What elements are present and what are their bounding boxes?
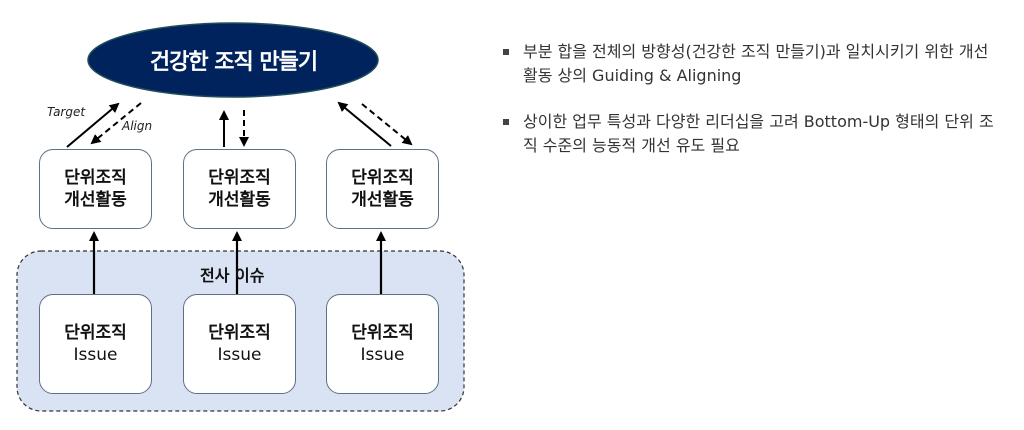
unit-activity-line1: 단위조직 (208, 168, 271, 188)
unit-activity-line1: 단위조직 (64, 168, 127, 188)
unit-activity-box: 단위조직 개선활동 (39, 149, 152, 229)
goal-ellipse (87, 22, 379, 98)
target-arrow-right (337, 101, 392, 147)
unit-issue-line1: 단위조직 (64, 323, 127, 343)
unit-issue-line2: Issue (360, 345, 405, 365)
company-issue-label: 전사 이슈 (200, 266, 265, 285)
unit-issue-line2: Issue (217, 345, 262, 365)
bullet-item: 부분 합을 전체의 방향성(건강한 조직 만들기)과 일치시키기 위한 개선 활… (503, 40, 1008, 88)
goal-title: 건강한 조직 만들기 (149, 50, 318, 75)
unit-issue-line1: 단위조직 (351, 323, 414, 343)
unit-activity-box: 단위조직 개선활동 (326, 149, 439, 229)
target-arrow-left (66, 102, 120, 148)
bullet-text: 부분 합을 전체의 방향성(건강한 조직 만들기)과 일치시키기 위한 개선 활… (523, 42, 989, 85)
unit-issue-box: 단위조직 Issue (326, 294, 439, 394)
unit-issue-box: 단위조직 Issue (183, 294, 296, 394)
align-label: Align (122, 119, 153, 133)
align-arrow-right (361, 103, 413, 146)
bullet-list: 부분 합을 전체의 방향성(건강한 조직 만들기)과 일치시키기 위한 개선 활… (503, 40, 1008, 180)
unit-issue-box: 단위조직 Issue (39, 294, 152, 394)
unit-activity-line2: 개선활동 (351, 190, 414, 210)
unit-issue-line2: Issue (73, 345, 118, 365)
unit-activity-line2: 개선활동 (64, 190, 127, 210)
bullet-item: 상이한 업무 특성과 다양한 리더십을 고려 Bottom-Up 형태의 단위 … (503, 110, 1008, 158)
align-arrow-left (90, 102, 142, 145)
unit-activity-line1: 단위조직 (351, 168, 414, 188)
unit-activity-box: 단위조직 개선활동 (183, 149, 296, 229)
square-bullet-icon (503, 49, 509, 55)
unit-activity-line2: 개선활동 (208, 190, 271, 210)
target-label: Target (47, 105, 86, 119)
bullet-text: 상이한 업무 특성과 다양한 리더십을 고려 Bottom-Up 형태의 단위 … (523, 112, 994, 155)
unit-issue-line1: 단위조직 (208, 323, 271, 343)
square-bullet-icon (503, 119, 509, 125)
